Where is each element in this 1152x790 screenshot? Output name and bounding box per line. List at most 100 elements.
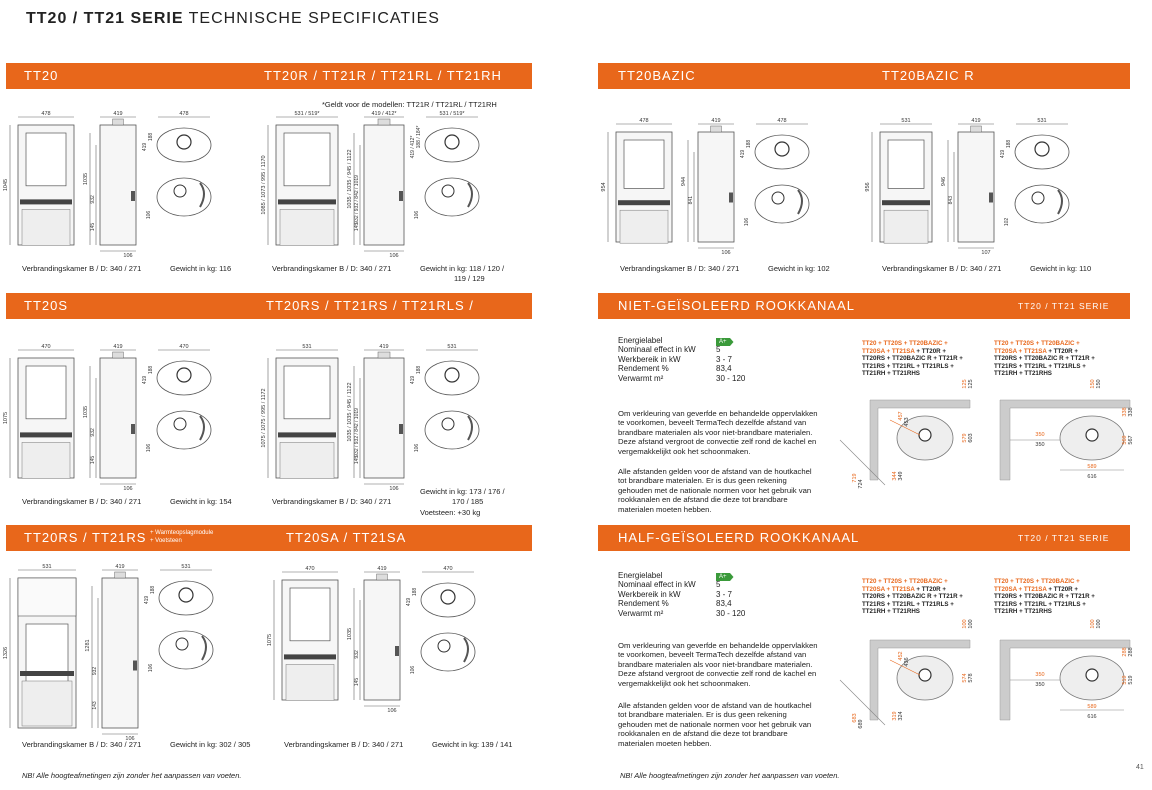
flue-collar bbox=[377, 351, 391, 359]
dimension-label: 288 bbox=[1128, 647, 1134, 656]
corner-wall bbox=[869, 399, 971, 481]
dimension-label: 102 bbox=[1004, 218, 1010, 227]
bar-tt20s: TT20S TT20RS / TT21RS / TT21RLS / TT21RH… bbox=[6, 293, 532, 339]
dimension-label: 419 bbox=[113, 111, 122, 117]
dimension-label: 106 bbox=[123, 253, 132, 259]
dimension-label: 106 bbox=[387, 708, 396, 714]
dimension-label: 145 bbox=[354, 456, 360, 465]
spec-value: 30 - 120 bbox=[716, 608, 746, 618]
page-title: TT20 / TT21 SERIE TECHNISCHE SPECIFICATI… bbox=[26, 10, 440, 27]
dimension-label: 579 bbox=[962, 433, 968, 442]
caption-chamber: Verbrandingskamer B / D: 340 / 271 bbox=[272, 497, 392, 506]
paragraph-2: Alle afstanden gelden voor de afstand va… bbox=[618, 467, 812, 514]
side-view bbox=[363, 579, 401, 701]
bottom-view bbox=[158, 630, 214, 670]
caption-weight: Gewicht in kg: 102 bbox=[768, 264, 830, 273]
dimension-label: 1035 / 1035 / 945 / 1122 bbox=[347, 382, 353, 441]
spec-row: Rendement %83,4 bbox=[618, 599, 778, 608]
flue-collar bbox=[377, 118, 391, 126]
dimension-label: 470 bbox=[41, 344, 50, 350]
paragraph-2: Alle afstanden gelden voor de afstand va… bbox=[618, 701, 812, 748]
dimension-label: 324 bbox=[898, 711, 904, 720]
spec-value: 3 - 7 bbox=[716, 354, 733, 364]
dimension-label: 106 bbox=[125, 736, 134, 742]
bottom-view bbox=[1014, 184, 1070, 224]
dimension-label: 106 bbox=[148, 664, 154, 673]
side-view bbox=[957, 131, 995, 243]
dimension-label: 531 bbox=[1037, 118, 1046, 124]
dimension-label: 100 bbox=[962, 619, 968, 628]
air-inlet bbox=[437, 639, 451, 653]
spec-value: A+ bbox=[716, 571, 734, 581]
flue-collar bbox=[112, 351, 124, 359]
dimension-label: 145 bbox=[90, 456, 96, 465]
dimension-label: 724 bbox=[858, 479, 864, 488]
side-handle bbox=[399, 191, 403, 201]
dimension-label: 1035 bbox=[83, 406, 89, 418]
handle-arc bbox=[463, 637, 469, 663]
dimension-label: 531 / 519* bbox=[439, 111, 465, 117]
door-handle-bar bbox=[20, 671, 74, 676]
footnote: NB! Alle hoogteafmetingen zijn zonder he… bbox=[22, 771, 242, 780]
dimension-label: 589 bbox=[1087, 464, 1096, 470]
models-list: TT20 + TT20S + TT20BAZIC + TT20SA + TT21… bbox=[994, 340, 1095, 378]
bottom-view bbox=[156, 177, 212, 217]
bar-half: HALF-GEÏSOLEERD ROOKKANAAL TT20 / TT21 S… bbox=[598, 525, 1130, 551]
dimension-label: 470 bbox=[305, 566, 314, 572]
dimension-label: 1035 / 1035 / 945 / 1122 bbox=[347, 149, 353, 208]
dimension-label: 419 bbox=[142, 143, 148, 152]
model-note: *Geldt voor de modellen: TT21R / TT21RL … bbox=[322, 100, 497, 109]
dimension-label: 106 bbox=[410, 666, 416, 675]
storage-compartment bbox=[279, 209, 335, 246]
dimension-label: 683 bbox=[852, 713, 858, 722]
caption-chamber: Verbrandingskamer B / D: 340 / 271 bbox=[22, 264, 142, 273]
dimension-label: 531 / 519* bbox=[294, 111, 320, 117]
dimension-label: 100 bbox=[1090, 619, 1096, 628]
flue-outlet bbox=[918, 668, 932, 682]
spec-value: 3 - 7 bbox=[716, 589, 733, 599]
dimension-label: 350 bbox=[1035, 432, 1044, 438]
bottom-view bbox=[754, 184, 810, 224]
dimension-label: 944 bbox=[681, 177, 687, 186]
dimension-label: 106 bbox=[123, 486, 132, 492]
flue-collar bbox=[114, 571, 126, 579]
dimension-label: 719 bbox=[852, 473, 858, 482]
dimension-label: 350 bbox=[1035, 442, 1044, 448]
storage-compartment bbox=[883, 209, 929, 244]
door-glass bbox=[25, 623, 69, 691]
dimension-label: 338 bbox=[1122, 407, 1128, 416]
door-glass bbox=[283, 132, 331, 187]
dimension-label: 567 bbox=[1128, 435, 1134, 444]
spec-row: Rendement %83,4 bbox=[618, 364, 778, 373]
dimension-label: 470 bbox=[179, 344, 188, 350]
dimension-label: 531 bbox=[302, 344, 311, 350]
energy-badge: A+ bbox=[716, 573, 734, 581]
dimension-label: 107 bbox=[981, 250, 990, 256]
handle-arc bbox=[1057, 189, 1063, 215]
dimension-label: 188 bbox=[148, 133, 154, 142]
dimension-label: 100 bbox=[1096, 619, 1102, 628]
door-handle-bar bbox=[284, 654, 336, 660]
rear-wall bbox=[999, 639, 1131, 721]
dimension-label: 478 bbox=[777, 118, 786, 124]
dimension-label: 106 bbox=[389, 486, 398, 492]
side-handle bbox=[131, 424, 135, 434]
dimension-label: 689 bbox=[858, 719, 864, 728]
dimension-label: 125 bbox=[962, 379, 968, 388]
dimension-label: 419 bbox=[379, 344, 388, 350]
dimension-label: 478 bbox=[179, 111, 188, 117]
storage-compartment bbox=[21, 209, 71, 246]
door-handle-bar bbox=[278, 199, 336, 205]
air-inlet bbox=[441, 184, 455, 198]
dimension-label: 589 bbox=[1087, 704, 1096, 710]
flue-outlet bbox=[176, 134, 192, 150]
dimension-label: 344 bbox=[892, 471, 898, 480]
air-inlet bbox=[441, 417, 455, 431]
caption-weight: Gewicht in kg: 118 / 120 / bbox=[420, 264, 505, 273]
spec-value: 83,4 bbox=[716, 599, 732, 609]
dimension-label: 188 bbox=[416, 366, 422, 375]
